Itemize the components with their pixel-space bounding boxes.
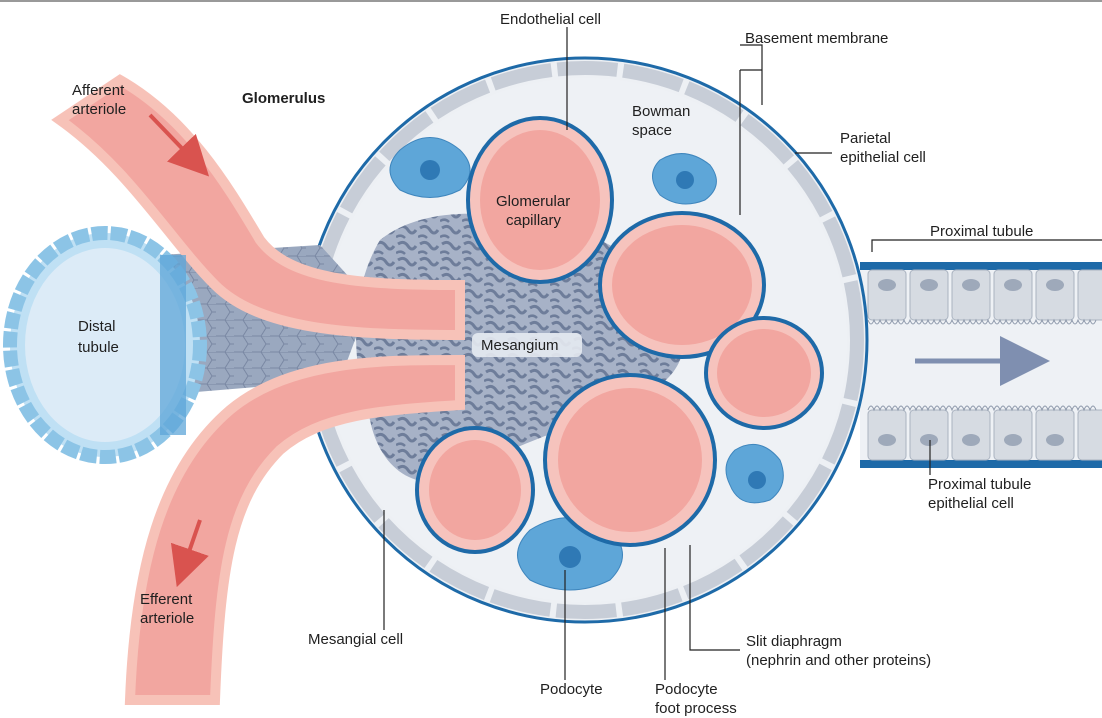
label-mesangium: Mesangium [481, 337, 559, 354]
proximal-tubule [860, 262, 1102, 468]
label-mesangial-cell: Mesangial cell [308, 631, 403, 648]
label-foot-process-2: foot process [655, 700, 737, 717]
label-foot-process-1: Podocyte [655, 681, 718, 698]
proximal-tubule-upper-cells [868, 270, 1102, 324]
label-distal-1: Distal [78, 318, 116, 335]
label-efferent-2: arteriole [140, 610, 194, 627]
label-proximal-epithelial-1: Proximal tubule [928, 476, 1031, 493]
label-basement-membrane: Basement membrane [745, 30, 888, 47]
label-bowman-space-1: Bowman [632, 103, 690, 120]
label-podocyte: Podocyte [540, 681, 603, 698]
label-slit-diaphragm-1: Slit diaphragm [746, 633, 842, 650]
label-slit-diaphragm-2: (nephrin and other proteins) [746, 652, 931, 669]
proximal-tubule-bracket [872, 240, 1102, 252]
proximal-tubule-lower-cells [868, 406, 1102, 460]
label-glomerular-capillary-1: Glomerular [496, 193, 570, 210]
label-distal-2: tubule [78, 339, 119, 356]
label-parietal-2: epithelial cell [840, 149, 926, 166]
label-proximal-epithelial-2: epithelial cell [928, 495, 1014, 512]
label-glomerular-capillary-2: capillary [506, 212, 562, 229]
label-efferent-1: Efferent [140, 591, 193, 608]
label-endothelial-cell: Endothelial cell [500, 11, 601, 28]
label-proximal-tubule: Proximal tubule [930, 223, 1033, 240]
label-afferent-2: arteriole [72, 101, 126, 118]
label-afferent-1: Afferent [72, 82, 125, 99]
label-bowman-space-2: space [632, 122, 672, 139]
diagram-title: Glomerulus [242, 90, 325, 107]
label-parietal-1: Parietal [840, 130, 891, 147]
